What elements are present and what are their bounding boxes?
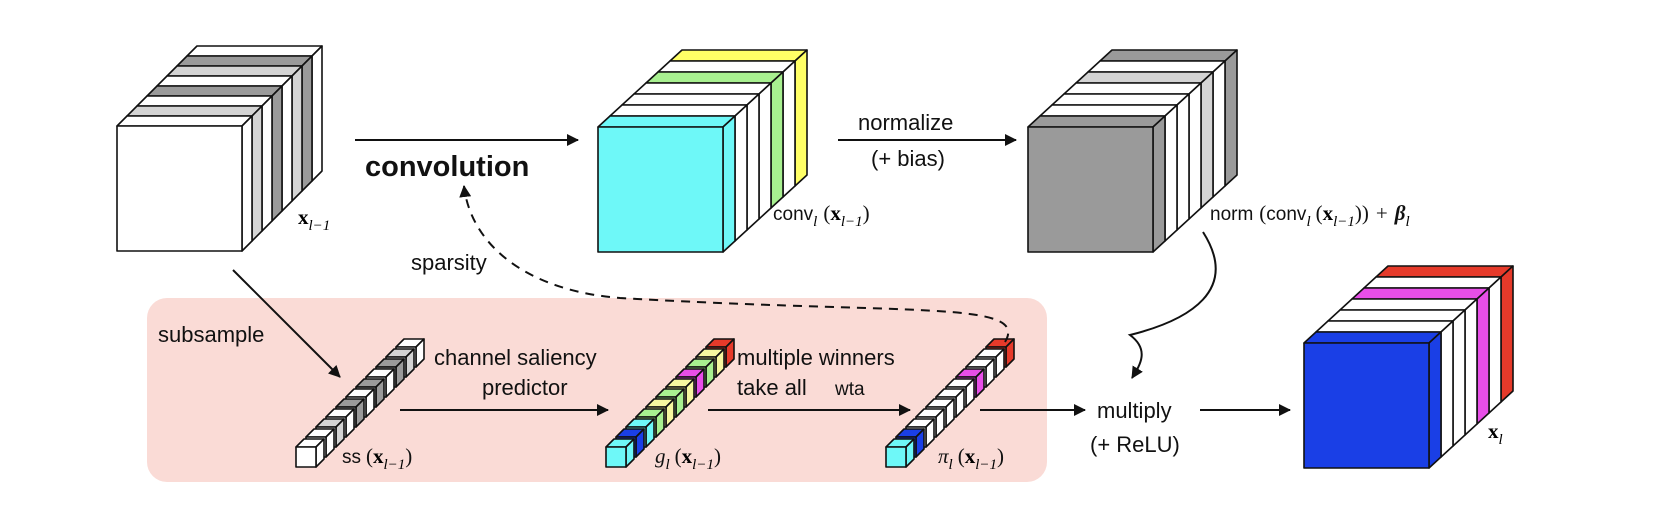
cube-slice-side (782, 60, 796, 198)
cube-slice-side (241, 115, 253, 252)
cube-slice-side (1476, 287, 1490, 425)
channel-saliency-label: channel saliency (434, 345, 597, 370)
vector-cell-front (605, 446, 627, 468)
vector-cell-front (885, 446, 907, 468)
norm-math-label: norm(convl(xl−1))+βl (1210, 201, 1410, 230)
cube-slice-top (126, 105, 263, 117)
cube-slice-side (1428, 331, 1442, 469)
cube-slice-side (301, 55, 313, 192)
cube-slice-top (166, 65, 303, 77)
cube-slice-side (1164, 104, 1178, 242)
cube-slice-top (1099, 49, 1238, 62)
cube-slice-side (1224, 49, 1238, 187)
cube-slice-top (136, 95, 273, 107)
cube-slice-top (1027, 115, 1166, 128)
cube-slice-top (1351, 287, 1490, 300)
wta-tag: wta (834, 379, 865, 400)
cube-slice-top (1087, 60, 1226, 73)
cube-slice-top (657, 60, 796, 73)
g-math-label: gl(xl−1) (655, 444, 721, 473)
cube-slice-top (633, 82, 772, 95)
cube-slice-top (609, 104, 748, 117)
cube-slice-top (1315, 320, 1454, 333)
cube-slice-side (291, 65, 303, 202)
sparsity-feedback-arrow (459, 185, 1010, 343)
cube-slice-side (1212, 60, 1226, 198)
conv-math-label: convl(xl−1) (773, 201, 870, 230)
subsample-label: subsample (158, 322, 264, 347)
cube-slice-side (734, 104, 748, 242)
cube-slice-side (281, 75, 293, 212)
cube-slice-side (1464, 298, 1478, 436)
cube-slice-side (1488, 276, 1502, 414)
convolution-label: convolution (365, 151, 529, 183)
convolution-output-cube (597, 49, 808, 253)
cube-slice-side (251, 105, 263, 242)
cube-slice-side (758, 82, 772, 220)
output-math-label: xl (1488, 419, 1503, 448)
cube-slice-top (1303, 331, 1442, 344)
saliency-vector (605, 338, 735, 468)
cube-slice-side (1452, 309, 1466, 447)
cube-slice-side (311, 45, 323, 182)
cube-slice-top (1363, 276, 1502, 289)
ss-math-label: ss(xl−1) (342, 444, 412, 473)
cube-slice-top (1075, 71, 1214, 84)
cube-front-face (1027, 126, 1154, 253)
cube-slice-top (1039, 104, 1178, 117)
multiple-winners-label: multiple winners (737, 345, 895, 370)
normalize-label: normalize (858, 110, 953, 135)
input-feature-map-cube (116, 45, 323, 252)
output-feature-map-cube (1303, 265, 1514, 469)
cube-slice-side (722, 115, 736, 253)
cube-front-face (116, 125, 243, 252)
cube-slice-top (176, 55, 313, 67)
norm-to-multiply-arrow (1127, 231, 1217, 379)
cube-front-face (597, 126, 724, 253)
cube-front-face (1303, 342, 1430, 469)
cube-slice-top (645, 71, 784, 84)
cube-slice-top (156, 75, 293, 87)
cube-slice-side (271, 85, 283, 222)
cube-slice-side (746, 93, 760, 231)
take-all-label: take all (737, 375, 807, 400)
cube-slice-side (1440, 320, 1454, 458)
subsampled-vector (295, 338, 425, 468)
cube-slice-top (146, 85, 283, 97)
winners-mask-vector (885, 338, 1015, 468)
cube-slice-top (1051, 93, 1190, 106)
cube-slice-top (1375, 265, 1514, 278)
cube-slice-top (621, 93, 760, 106)
cube-slice-side (770, 71, 784, 209)
multiply-label: multiply (1097, 398, 1172, 423)
normalized-output-cube (1027, 49, 1238, 253)
cube-slice-side (1188, 82, 1202, 220)
cube-slice-top (116, 115, 253, 127)
cube-slice-top (669, 49, 808, 62)
relu-label: (+ ReLU) (1090, 432, 1180, 457)
sparsity-label: sparsity (411, 250, 487, 275)
input-math-label: xl−1 (298, 205, 330, 234)
cube-slice-side (1200, 71, 1214, 209)
cube-slice-side (261, 95, 273, 232)
cube-slice-side (1152, 115, 1166, 253)
cube-slice-side (1500, 265, 1514, 403)
cube-slice-top (1327, 309, 1466, 322)
cube-slice-side (1176, 93, 1190, 231)
bias-label: (+ bias) (871, 146, 945, 171)
vector-cell-front (295, 446, 317, 468)
pi-math-label: πl(xl−1) (938, 444, 1004, 473)
sparsity-module-panel (147, 298, 1047, 482)
cube-slice-side (794, 49, 808, 187)
cube-slice-top (1063, 82, 1202, 95)
cube-slice-top (1339, 298, 1478, 311)
predictor-label: predictor (482, 375, 568, 400)
cube-slice-top (597, 115, 736, 128)
cube-slice-top (186, 45, 323, 57)
subsample-arrow (232, 269, 341, 378)
